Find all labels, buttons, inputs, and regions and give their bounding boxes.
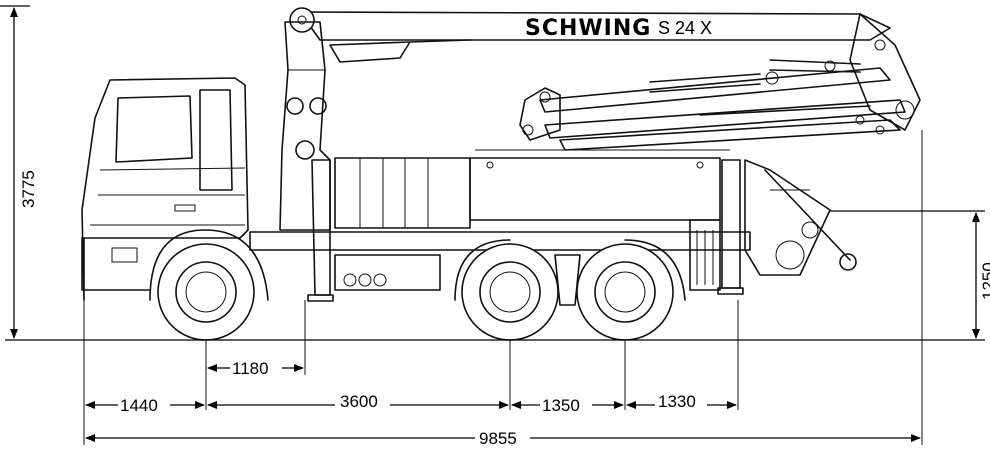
rear-pump <box>744 159 857 276</box>
cab-handle <box>174 204 196 212</box>
bumper <box>81 237 151 291</box>
boom-elbow <box>519 87 561 141</box>
rear-wheel-2 <box>576 243 674 341</box>
boom-section-3 <box>544 99 906 139</box>
wheels <box>157 239 686 341</box>
front-fender <box>149 229 269 301</box>
brand-logo-text: SCHWING <box>525 16 651 41</box>
boom-section-2 <box>539 67 891 113</box>
boom-section-4 <box>559 119 901 151</box>
hydraulic-block <box>689 219 721 291</box>
rear-fenders <box>454 239 686 301</box>
dim-1330: 1330 <box>658 392 696 411</box>
dim-3600: 3600 <box>340 392 378 411</box>
dim-total: 9855 <box>479 429 517 448</box>
cab-body <box>81 77 249 301</box>
boom-cylinder-4 <box>699 105 871 116</box>
outrigger-front <box>311 159 331 296</box>
water-tank <box>469 157 721 221</box>
cab-door <box>199 89 233 191</box>
turret-slewing <box>295 140 315 160</box>
dim-height-total: 3775 <box>19 170 38 208</box>
outrigger-rear <box>721 159 741 289</box>
dim-1440: 1440 <box>120 396 158 415</box>
boom-cylinder-2 <box>649 73 761 93</box>
boom-pivot <box>289 7 315 33</box>
front-wheel <box>157 243 255 341</box>
dim-height-outrigger: 1250 <box>979 262 990 300</box>
outrigger-rear-pad <box>717 287 744 295</box>
turret-wheel-left <box>286 97 304 115</box>
boom-cylinder-1 <box>329 41 411 63</box>
dim-1180: 1180 <box>232 359 269 378</box>
turret <box>279 21 331 231</box>
pump-unit <box>334 254 441 291</box>
cab-window <box>115 95 193 163</box>
rear-wheel-1 <box>461 243 559 341</box>
boom-knuckle <box>849 13 921 131</box>
tool-box <box>334 157 471 229</box>
turret-wheel-right <box>309 97 327 115</box>
cab <box>81 77 269 301</box>
turret-body <box>279 21 331 231</box>
hopper-arm <box>764 169 851 261</box>
axle-spring <box>554 254 581 306</box>
boom-section-1 <box>299 11 891 41</box>
outrigger-front-pad <box>307 294 334 302</box>
headlight <box>111 247 138 263</box>
dim-1350: 1350 <box>542 396 580 415</box>
outriggers <box>307 159 744 302</box>
dimensions: 3775 1250 1180 1440 3600 1350 1330 <box>0 5 990 448</box>
model-label: S 24 X <box>658 18 712 38</box>
boom <box>289 7 921 151</box>
boom-cylinder-3 <box>769 59 861 73</box>
hopper <box>744 159 831 276</box>
